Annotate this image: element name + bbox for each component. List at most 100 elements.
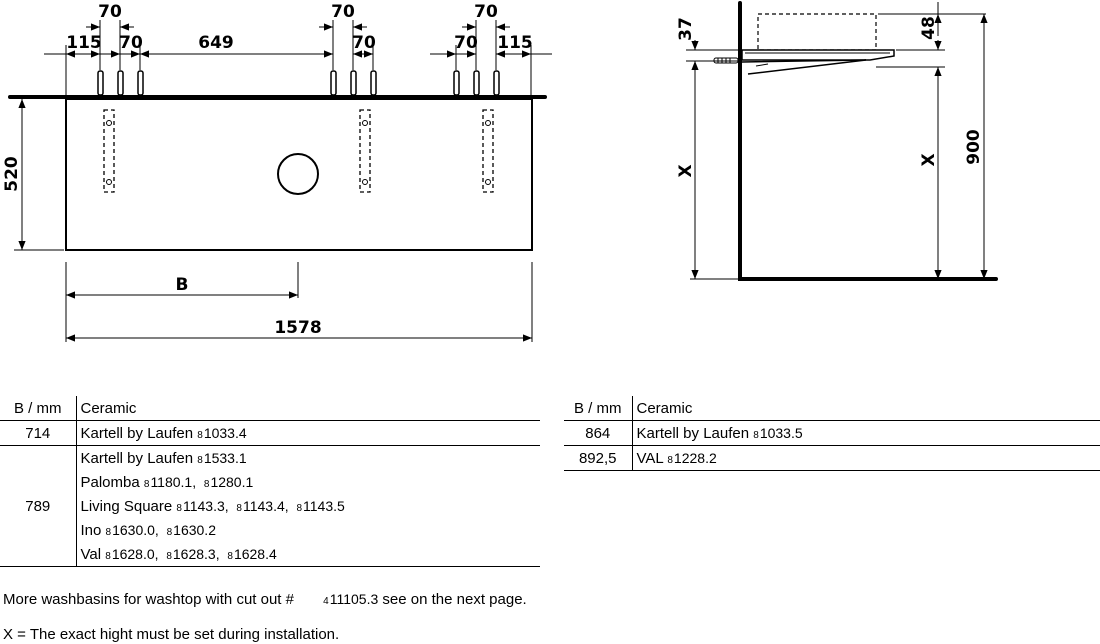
more-washbasins-note: More washbasins for washtop with cut out… xyxy=(3,591,527,608)
table-row: Ino 81630.0, 81630.2 xyxy=(0,518,540,542)
dim-height xyxy=(14,99,64,251)
cabinet-body xyxy=(65,98,533,251)
table-header: B / mm Ceramic xyxy=(0,396,540,421)
table-row: Living Square 81143.3, 81143.4, 81143.5 xyxy=(0,494,540,518)
ceramic-item: VAL 81228.2 xyxy=(632,445,1100,471)
header-ceramic: Ceramic xyxy=(632,396,1100,421)
code-value: 11105.3 xyxy=(329,591,379,607)
row-b-value: 864 xyxy=(564,420,633,446)
code-prefix: 8 xyxy=(197,454,203,466)
dim-1578: 1578 xyxy=(274,318,321,338)
code-value: 1630.2 xyxy=(173,521,216,538)
table-row: 714 Kartell by Laufen 81033.4 xyxy=(0,420,540,446)
code-value: 1630.0 xyxy=(112,521,155,538)
dim-70-top-mid: 70 xyxy=(331,2,355,22)
code-value: 1533.1 xyxy=(203,449,247,466)
item-codes: 81033.5 xyxy=(753,425,802,441)
item-name: Kartell by Laufen xyxy=(80,449,194,467)
ceramic-item: Val 81628.0, 81628.3, 81628.4 xyxy=(76,542,540,567)
dim-70-top-right: 70 xyxy=(474,2,498,22)
item-codes: 81630.0, 81630.2 xyxy=(105,521,216,538)
faucet-pins xyxy=(97,70,500,96)
washbasin-table-left: B / mm Ceramic 714 Kartell by Laufen 810… xyxy=(0,396,540,567)
code-value: 1628.0 xyxy=(111,545,155,562)
dim-b: B xyxy=(176,275,189,295)
table-row: Val 81628.0, 81628.3, 81628.4 xyxy=(0,542,540,567)
code-value: 1033.5 xyxy=(759,424,803,441)
item-name: Ino xyxy=(80,521,102,539)
front-view xyxy=(8,20,552,342)
drain-hole xyxy=(277,153,319,195)
code-prefix: 4 xyxy=(323,596,329,607)
dim-115-left: 115 xyxy=(66,33,102,53)
header-b: B / mm xyxy=(564,396,633,421)
dim-70-top-left: 70 xyxy=(98,2,122,22)
code-prefix: 8 xyxy=(166,550,172,562)
ceramic-item: Ino 81630.0, 81630.2 xyxy=(76,518,540,542)
item-name: VAL xyxy=(636,449,664,467)
code-value: 1143.5 xyxy=(303,497,345,514)
item-codes: 81228.2 xyxy=(667,450,716,466)
table-row: Palomba 81180.1, 81280.1 xyxy=(0,470,540,494)
code-value: 1280.1 xyxy=(210,473,254,490)
item-codes: 81143.3, 81143.4, 81143.5 xyxy=(176,497,345,514)
item-name: Kartell by Laufen xyxy=(80,424,194,442)
row-b-value: 714 xyxy=(0,420,77,446)
side-dim-lines xyxy=(686,2,988,280)
table-row: 864 Kartell by Laufen 81033.5 xyxy=(564,420,1100,446)
dim-70-right-lower: 70 xyxy=(454,33,478,53)
code-prefix: 8 xyxy=(143,478,150,490)
row-b-value: 892,5 xyxy=(564,445,633,471)
dim-70-mid-lower: 70 xyxy=(352,33,376,53)
siphon-marks xyxy=(106,120,491,185)
code-prefix: 8 xyxy=(227,550,233,562)
item-name: Palomba xyxy=(80,473,140,491)
dim-37: 37 xyxy=(676,17,696,41)
dim-width xyxy=(65,262,533,342)
dim-70-left-lower: 70 xyxy=(119,33,143,53)
item-name: Kartell by Laufen xyxy=(636,424,750,442)
code-prefix: 8 xyxy=(105,526,112,538)
ceramic-item: Kartell by Laufen 81033.4 xyxy=(76,420,540,446)
ceramic-item: Kartell by Laufen 81033.5 xyxy=(632,420,1100,446)
code-prefix: 8 xyxy=(176,502,182,514)
note-text: More washbasins for washtop with cut out… xyxy=(3,591,294,608)
row-b-value: 789 xyxy=(0,445,77,567)
washbasin-table-right: B / mm Ceramic 864 Kartell by Laufen 810… xyxy=(564,396,1100,471)
item-codes: 81628.0, 81628.3, 81628.4 xyxy=(105,545,277,562)
item-name: Living Square xyxy=(80,497,173,515)
dim-900: 900 xyxy=(964,129,984,165)
table-row: 892,5 VAL 81228.2 xyxy=(564,445,1100,471)
siphon-channels xyxy=(103,109,494,193)
code-value: 1628.4 xyxy=(233,545,277,562)
code-prefix: 8 xyxy=(197,429,203,441)
dim-x-left: X xyxy=(676,164,696,177)
code-prefix: 8 xyxy=(667,454,673,466)
code-prefix: 8 xyxy=(296,502,302,514)
item-name: Val xyxy=(80,545,102,563)
code-value: 1628.3 xyxy=(172,545,216,562)
ceramic-item: Palomba 81180.1, 81280.1 xyxy=(76,470,540,494)
table-header: B / mm Ceramic xyxy=(564,396,1100,421)
x-note: X = The exact hight must be set during i… xyxy=(3,626,340,643)
code-value: 1033.4 xyxy=(203,424,247,441)
dim-649: 649 xyxy=(198,33,234,53)
code-value: 1228.2 xyxy=(673,449,717,466)
code-value: 1143.3 xyxy=(182,497,225,514)
ceramic-item: Kartell by Laufen 81533.1 xyxy=(76,446,540,471)
dim-520: 520 xyxy=(2,156,22,192)
item-codes: 81180.1, 81280.1 xyxy=(143,473,254,490)
technical-drawing: 70 70 70 115 70 649 70 70 115 520 B 1578 xyxy=(2,1,998,342)
code-prefix: 8 xyxy=(236,502,242,514)
washtop-side xyxy=(741,49,895,61)
item-codes: 81533.1 xyxy=(197,450,246,466)
code-prefix: 8 xyxy=(105,550,111,562)
dim-115-right: 115 xyxy=(497,33,533,53)
code-prefix: 8 xyxy=(203,478,210,490)
code-prefix: 8 xyxy=(166,526,173,538)
wall-bracket xyxy=(741,59,867,75)
header-b: B / mm xyxy=(0,396,77,421)
header-ceramic: Ceramic xyxy=(76,396,540,421)
item-codes: 81033.4 xyxy=(197,425,246,441)
dim-x-mid: X xyxy=(919,153,939,166)
